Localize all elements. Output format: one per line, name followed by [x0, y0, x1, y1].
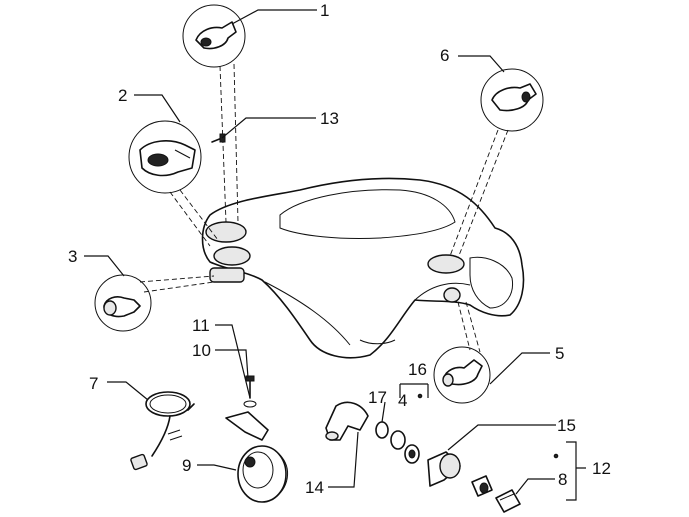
callout-label-8: 8 — [558, 470, 568, 489]
callout-label-16: 16 — [408, 360, 427, 379]
projection-line-6b — [457, 129, 509, 259]
inset-part-2 — [128, 120, 202, 194]
callout-label-17: 17 — [368, 388, 387, 407]
projection-line-1 — [219, 65, 227, 223]
inset-part-6 — [480, 68, 544, 132]
screw-part-10 — [243, 375, 257, 408]
projection-line-5 — [457, 301, 471, 351]
projection-line-5b — [465, 301, 481, 353]
callout-label-1: 1 — [320, 1, 330, 20]
inset-part-1 — [182, 4, 246, 68]
projection-line-1b — [233, 63, 239, 223]
callout-label-3: 3 — [68, 247, 78, 266]
callout-label-15: 15 — [557, 416, 576, 435]
ring-part-17 — [375, 421, 389, 439]
inset-part-3 — [94, 274, 152, 332]
cylinder-part-15 — [427, 451, 461, 487]
callout-label-13: 13 — [320, 109, 339, 128]
ring-part-4 — [390, 430, 406, 450]
handlebar-cover — [201, 177, 525, 359]
inset-part-5 — [433, 346, 491, 404]
wire-part-7 — [130, 391, 195, 471]
callout-label-4: 4 — [398, 391, 408, 410]
callout-label-10: 10 — [192, 341, 211, 360]
screw-part-13 — [211, 133, 226, 143]
callout-label-11: 11 — [192, 316, 210, 335]
callout-label-9: 9 — [182, 456, 192, 475]
key-part-8 — [495, 489, 521, 513]
leader-lines — [84, 9, 586, 501]
projection-line-6 — [449, 129, 499, 257]
projection-line-3b — [143, 281, 215, 293]
projection-line-2 — [169, 191, 211, 247]
callout-label-7: 7 — [89, 374, 99, 393]
lock-housing-part-14 — [325, 401, 369, 441]
key-barrel-part — [471, 475, 493, 497]
callout-label-2: 2 — [118, 86, 128, 105]
projection-line-2b — [179, 189, 219, 241]
projection-line-3 — [139, 275, 215, 283]
callout-label-14: 14 — [305, 478, 324, 497]
callout-label-5: 5 — [555, 344, 565, 363]
washer-part-16 — [404, 444, 420, 464]
horn-part-9 — [225, 411, 288, 503]
callout-label-6: 6 — [440, 46, 450, 65]
callout-label-12: 12 — [592, 459, 611, 478]
